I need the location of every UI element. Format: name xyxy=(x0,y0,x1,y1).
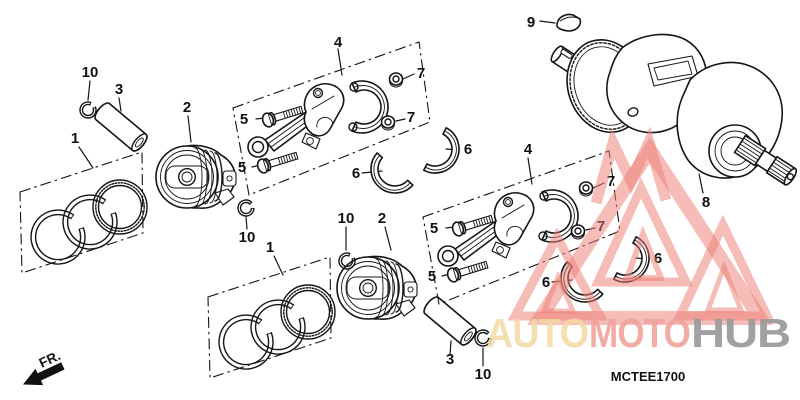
callout-6d: 6 xyxy=(654,250,662,267)
callout-3: 3 xyxy=(115,81,123,98)
callout-5b: 5 xyxy=(238,159,246,176)
watermark-word-moto: MOTO xyxy=(589,310,690,356)
callout-6c: 6 xyxy=(542,274,550,291)
diagram-code: MCTEE1700 xyxy=(611,369,685,384)
callout-labels: 1 1 2 2 3 3 4 4 5 5 5 5 6 6 6 6 7 7 7 7 … xyxy=(71,14,710,383)
callout-7: 7 xyxy=(417,65,425,82)
callout-5: 5 xyxy=(240,111,248,128)
callout-2b: 2 xyxy=(378,210,386,227)
piston-pin-2 xyxy=(420,293,480,349)
leader-lines xyxy=(78,20,704,367)
callout-6: 6 xyxy=(352,165,360,182)
woodruff-key xyxy=(556,13,582,32)
callout-6b: 6 xyxy=(464,141,472,158)
callout-1b: 1 xyxy=(266,239,274,256)
callout-10c: 10 xyxy=(338,210,355,227)
callout-9: 9 xyxy=(527,14,535,31)
piston-1 xyxy=(155,144,237,209)
watermark-triangle-left-inner-icon xyxy=(540,270,577,314)
watermark-triangle-mid-icon xyxy=(590,177,694,287)
connecting-rod-assembly-1 xyxy=(233,42,467,203)
crankshaft xyxy=(550,33,798,186)
circlip-2 xyxy=(236,198,256,218)
front-direction-marker: FR. xyxy=(22,348,65,386)
callout-4b: 4 xyxy=(524,141,533,158)
callout-3b: 3 xyxy=(446,351,454,368)
callout-5d: 5 xyxy=(428,268,436,285)
callout-10: 10 xyxy=(82,64,99,81)
callout-5c: 5 xyxy=(430,220,438,237)
watermark-word-hub: HUB xyxy=(691,310,790,356)
watermark-triangle-small-icon xyxy=(622,225,666,281)
watermark-word-auto: AUTO xyxy=(486,310,588,356)
piston-ring-set-2 xyxy=(208,257,335,378)
watermark-logo: AUTO MOTO HUB xyxy=(486,126,791,356)
callout-1: 1 xyxy=(71,130,79,147)
callout-10b: 10 xyxy=(239,229,256,246)
watermark-triangle-right-inner-icon xyxy=(704,260,745,313)
front-arrow-icon xyxy=(22,362,65,386)
watermark-triangle-left-icon xyxy=(507,227,608,321)
callout-7c: 7 xyxy=(607,173,615,190)
callout-10d: 10 xyxy=(475,366,492,383)
watermark-triangle-right-icon xyxy=(672,214,775,321)
callout-4: 4 xyxy=(334,34,343,51)
piston-ring-set-1 xyxy=(20,152,147,273)
callout-2: 2 xyxy=(183,99,191,116)
callout-7b: 7 xyxy=(407,109,415,126)
watermark-triangle-big-icon xyxy=(527,137,773,325)
callout-8: 8 xyxy=(702,194,710,211)
